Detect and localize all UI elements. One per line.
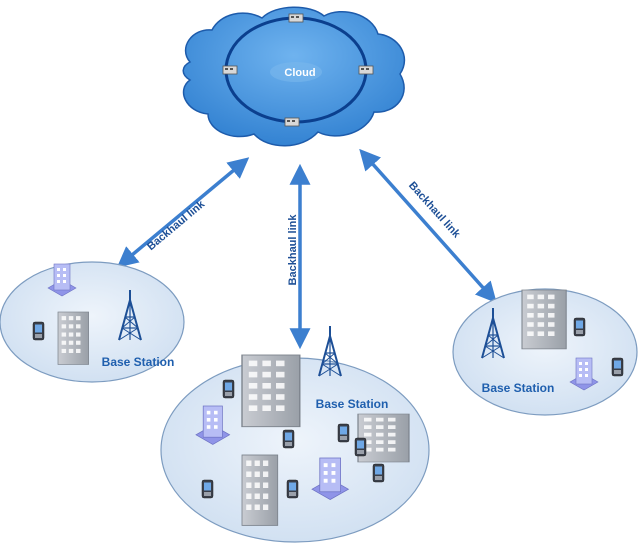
router-icon: [288, 13, 304, 23]
base-station-label: Base Station: [482, 381, 555, 395]
phone-icon: [282, 429, 295, 449]
router-icon: [284, 117, 300, 127]
phone-icon: [573, 317, 586, 337]
backhaul-arrow-right: [359, 148, 497, 304]
base-station-label: Base Station: [316, 397, 389, 411]
backhaul-link-label: Backhaul link: [145, 198, 208, 253]
router-icon: [358, 65, 374, 75]
cell-right: Base Station: [452, 288, 638, 416]
building-icon: [241, 454, 279, 526]
phone-icon: [201, 479, 214, 499]
phone-icon: [222, 379, 235, 399]
building-icon: [521, 289, 567, 350]
building-icon: [241, 354, 301, 428]
phone-icon: [286, 479, 299, 499]
cloud-label: Cloud: [284, 67, 315, 79]
phone-icon: [611, 357, 624, 377]
backhaul-link-label: Backhaul link: [287, 214, 299, 286]
phone-icon: [337, 423, 350, 443]
building-icon: [57, 311, 90, 365]
router-icon: [222, 65, 238, 75]
phone-icon: [32, 321, 45, 341]
backhaul-arrow-left: [116, 157, 250, 268]
cell-center: Base Station: [160, 325, 430, 543]
phone-icon: [372, 463, 385, 483]
phone-icon: [354, 437, 367, 457]
base-station-label: Base Station: [102, 355, 175, 369]
cloud: Cloud: [182, 6, 406, 147]
cell-left: Base Station: [0, 261, 185, 383]
